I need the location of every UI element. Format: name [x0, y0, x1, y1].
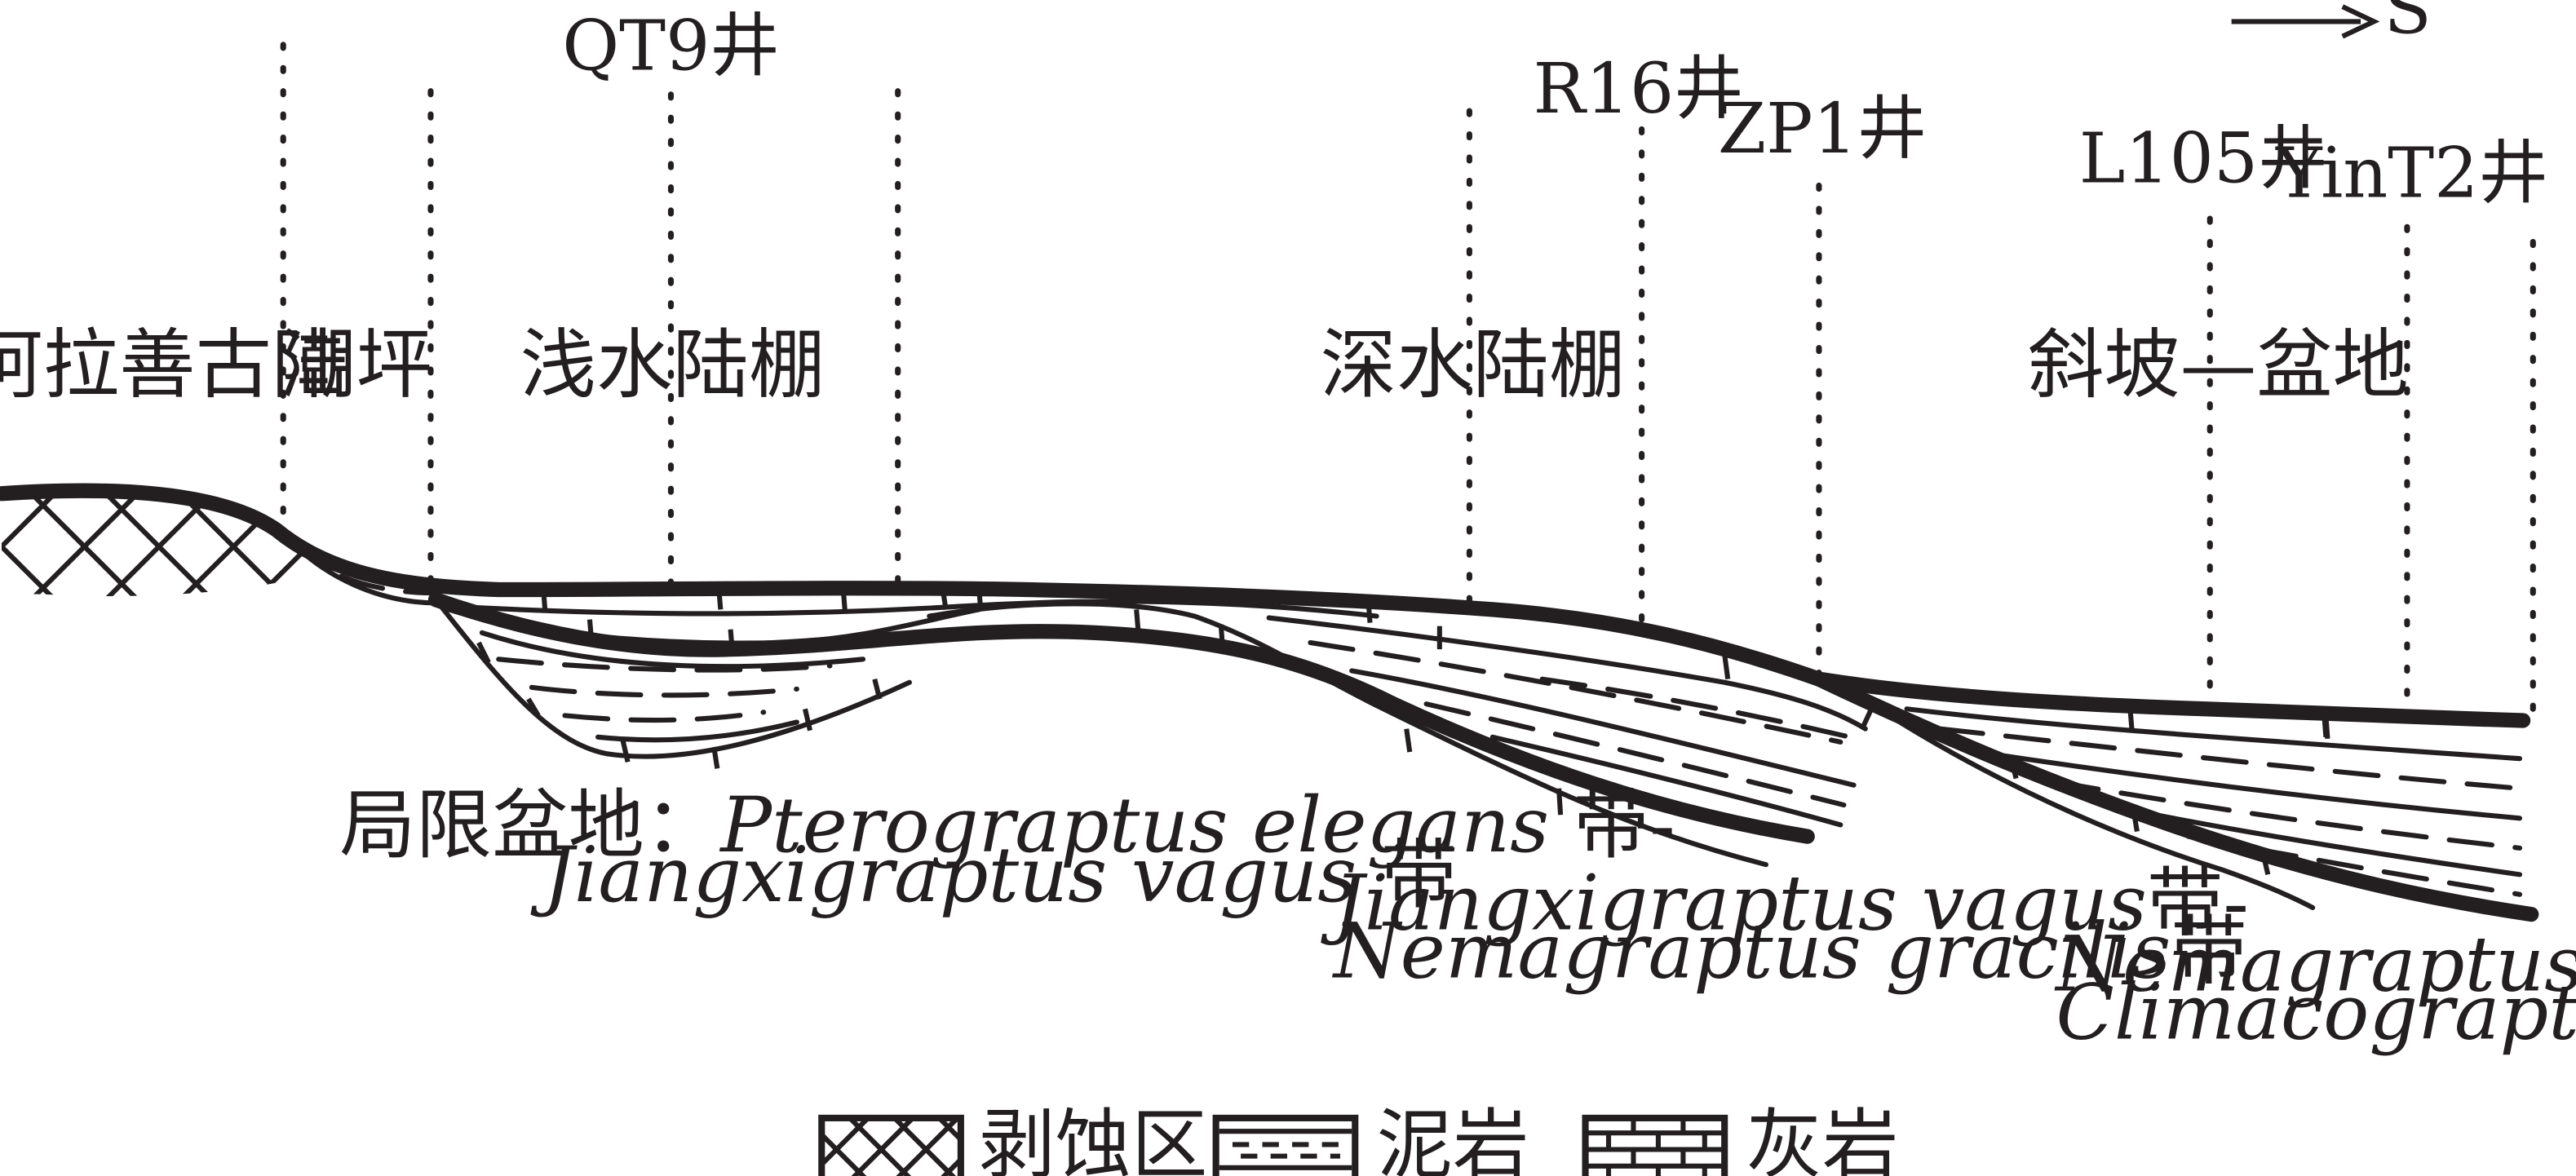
- direction-label: S: [2383, 0, 2431, 51]
- legend-label-mudstone: 泥岩: [1377, 1101, 1529, 1176]
- zone-deep-shelf: 深水陆棚: [1321, 321, 1626, 409]
- biozone-restricted-line1: 局限盆地：Pterograptus elegans 带-: [339, 781, 1675, 870]
- legend: 剥蚀区 泥岩 灰岩: [818, 1101, 1899, 1176]
- legend-label-limestone: 灰岩: [1746, 1101, 1899, 1176]
- biozone-deep-line2: Nemagraptus gracilis带: [1332, 907, 2247, 996]
- zone-labels: 阿拉善古陆 潮坪 浅水陆棚 深水陆棚 斜坡—盆地: [0, 321, 2409, 409]
- well-labels: QT9井 R16井 ZP1井 L105井 YinT2井: [562, 6, 2548, 214]
- biozone-deep-suffix2: 带: [2171, 907, 2246, 996]
- well-label-yint2: YinT2井: [2275, 134, 2547, 214]
- biozone-slope-taxon1: Nemagraptus gracilis: [2054, 921, 2576, 1010]
- biozone-slope-line2: Climacograptus bicornis带: [2056, 968, 2576, 1057]
- well-label-l105: L105井: [2079, 118, 2328, 199]
- legend-item-mudstone: 泥岩: [1212, 1101, 1529, 1176]
- zone-slope-basin: 斜坡—盆地: [2028, 321, 2409, 409]
- legend-swatch-cross-hatch: [818, 1114, 964, 1176]
- direction-arrow: S: [2231, 0, 2432, 51]
- well-label-qt9: QT9井: [562, 6, 779, 86]
- biozone-restricted-line2: Jiangxigraptus vagus 带: [530, 831, 1457, 920]
- deep-shelf-package: [427, 587, 1868, 868]
- biozone-deep-taxon2: Nemagraptus gracilis: [1332, 907, 2171, 996]
- legend-label-erosion: 剥蚀区: [979, 1101, 1207, 1176]
- biozone-deep-taxon1: Jiangxigraptus vagus: [1321, 859, 2147, 948]
- biozone-slope-line1: Nemagraptus gracilis带-: [2054, 921, 2576, 1010]
- biozone-restricted-taxon1: Pterograptus elegans: [719, 781, 1549, 870]
- top-surface: [0, 483, 2531, 740]
- biozone-restricted-suffix1: 带-: [1549, 781, 1675, 870]
- zone-paleoland: 阿拉善古陆: [0, 321, 347, 409]
- well-label-r16: R16井: [1534, 49, 1744, 130]
- slope-basin-package: [1811, 671, 2539, 922]
- biozone-deep-line1: Jiangxigraptus vagus带-: [1321, 859, 2249, 948]
- biozone-restricted-prefix: 局限盆地：: [339, 781, 720, 870]
- biozone-restricted-taxon2: Jiangxigraptus vagus: [530, 831, 1357, 920]
- zone-tidal-flat: 潮坪: [280, 321, 432, 409]
- biozone-restricted-suffix2: 带: [1357, 831, 1457, 920]
- legend-item-limestone: 灰岩: [1582, 1101, 1899, 1176]
- well-lines: [280, 42, 2536, 718]
- biozone-slope-taxon2: Climacograptus bicornis: [2056, 968, 2576, 1057]
- biozone-deep-suffix1: 带-: [2147, 859, 2249, 948]
- zone-shallow-shelf: 浅水陆棚: [520, 321, 825, 409]
- legend-item-erosion: 剥蚀区: [818, 1101, 1207, 1176]
- well-label-zp1: ZP1井: [1718, 89, 1927, 170]
